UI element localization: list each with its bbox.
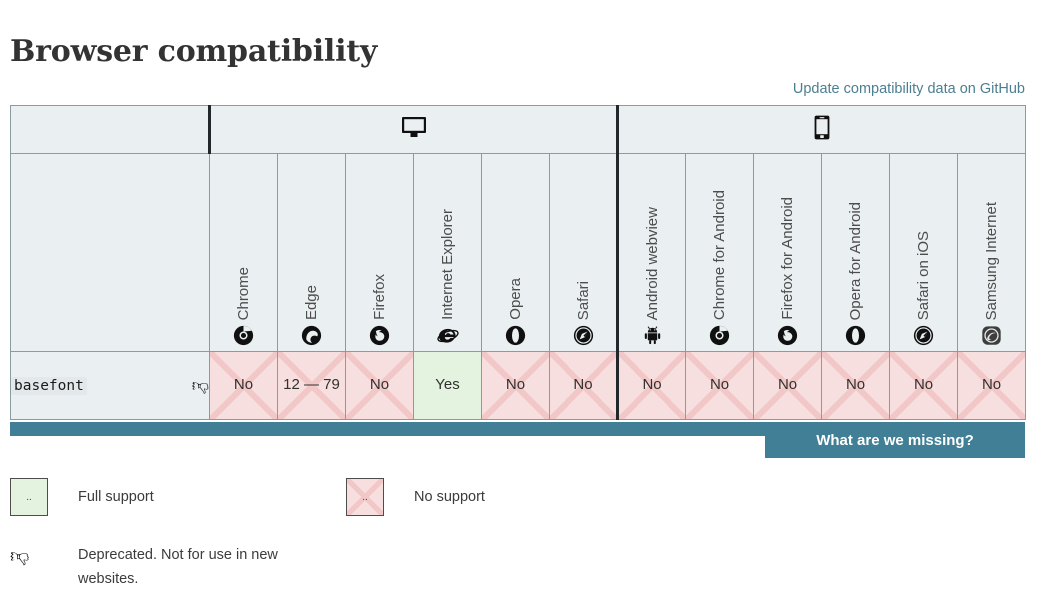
opera-logo bbox=[505, 324, 527, 346]
update-compatibility-data-on-github-link[interactable]: Update compatibility data on GitHub bbox=[792, 81, 1025, 97]
support-cell-opera-for-android[interactable]: No bbox=[821, 351, 891, 420]
page-title: Browser compatibility bbox=[10, 34, 378, 70]
browser-header-label: Android webview bbox=[643, 206, 661, 320]
browser-header-firefox-for-android: Firefox for Android bbox=[753, 153, 823, 352]
browser-header-internet-explorer: Internet Explorer bbox=[413, 153, 482, 352]
browser-header-label: Firefox bbox=[371, 274, 388, 320]
support-cell-value: No bbox=[573, 376, 593, 394]
support-cell-value: No bbox=[505, 376, 526, 394]
edge-logo bbox=[301, 324, 323, 346]
support-cell-opera[interactable]: No bbox=[481, 351, 550, 420]
browser-header-safari-on-ios: Safari on iOS bbox=[889, 153, 959, 352]
samsung-internet-logo bbox=[981, 324, 1003, 346]
platform-header-mobile bbox=[616, 105, 1027, 154]
swatch-dots: .. bbox=[362, 491, 368, 503]
browser-header-edge: Edge bbox=[277, 153, 346, 352]
support-cell-value: No bbox=[777, 376, 798, 394]
browser-header-safari: Safari bbox=[548, 153, 619, 352]
browser-header-label: Firefox for Android bbox=[779, 197, 797, 320]
thumbs-down-icon: 👎︎ bbox=[10, 546, 30, 567]
browser-header-label: Edge bbox=[303, 284, 320, 320]
browser-header-opera: Opera bbox=[481, 153, 550, 352]
safari-logo bbox=[913, 324, 935, 346]
table-row: basefont 👎︎ No 12 — 79 No Yes No No No No No No No No bbox=[10, 351, 1027, 420]
browser-header-label: Internet Explorer bbox=[439, 209, 456, 320]
browser-header-label: Chrome for Android bbox=[711, 189, 729, 320]
browser-header-label: Samsung Internet bbox=[983, 201, 1001, 320]
table-corner-cell bbox=[10, 105, 210, 154]
support-cell-android-webview[interactable]: No bbox=[616, 351, 687, 420]
thumbs-down-icon: 👎︎ bbox=[191, 376, 209, 395]
legend-label-deprecated: Deprecated. Not for use in new websites. bbox=[78, 547, 278, 587]
browser-header-opera-for-android: Opera for Android bbox=[821, 153, 891, 352]
support-cell-value: No bbox=[913, 376, 934, 394]
support-cell-internet-explorer[interactable]: Yes bbox=[413, 351, 482, 420]
legend-item-full-support: .. Full support bbox=[10, 478, 154, 516]
platform-header-desktop bbox=[207, 105, 619, 154]
support-cell-firefox[interactable]: No bbox=[345, 351, 414, 420]
feature-name-cell: basefont 👎︎ bbox=[10, 351, 210, 420]
legend-label-full-support: Full support bbox=[78, 489, 154, 505]
legend-swatch-full-support: .. bbox=[10, 478, 48, 516]
browser-header-firefox: Firefox bbox=[345, 153, 414, 352]
browser-header-label: Opera for Android bbox=[847, 201, 865, 320]
support-cell-value: No bbox=[233, 376, 254, 394]
legend-swatch-no-support: .. bbox=[346, 478, 384, 516]
support-cell-value: No bbox=[709, 376, 730, 394]
chrome-logo bbox=[709, 324, 731, 346]
table-body: basefont 👎︎ No 12 — 79 No Yes No No No No No No No No bbox=[10, 351, 1027, 420]
mobile-icon bbox=[814, 115, 830, 140]
browser-header-label: Safari bbox=[574, 280, 592, 320]
table-corner-cell-2 bbox=[10, 153, 210, 352]
support-cell-safari[interactable]: No bbox=[548, 351, 619, 420]
internet-explorer-logo bbox=[436, 324, 459, 346]
browser-header-label: Opera bbox=[507, 278, 524, 320]
swatch-dots: .. bbox=[26, 491, 32, 503]
platform-header-row bbox=[10, 105, 1027, 154]
firefox-logo bbox=[369, 324, 391, 346]
browser-header-chrome-for-android: Chrome for Android bbox=[685, 153, 755, 352]
support-cell-value: No bbox=[642, 376, 662, 394]
android-logo bbox=[641, 324, 663, 346]
browser-header-label: Safari on iOS bbox=[915, 230, 933, 320]
browser-header-chrome: Chrome bbox=[209, 153, 278, 352]
firefox-logo bbox=[777, 324, 799, 346]
browser-header-android-webview: Android webview bbox=[616, 153, 687, 352]
opera-logo bbox=[845, 324, 867, 346]
support-cell-value: No bbox=[845, 376, 866, 394]
chrome-logo bbox=[233, 324, 255, 346]
support-cell-value: 12 — 79 bbox=[283, 376, 340, 394]
support-cell-value: Yes bbox=[435, 376, 460, 394]
support-cell-safari-on-ios[interactable]: No bbox=[889, 351, 959, 420]
desktop-icon bbox=[401, 116, 427, 138]
support-cell-chrome[interactable]: No bbox=[209, 351, 278, 420]
support-cell-samsung-internet[interactable]: No bbox=[957, 351, 1027, 420]
support-cell-edge[interactable]: 12 — 79 bbox=[277, 351, 346, 420]
browser-header-samsung-internet: Samsung Internet bbox=[957, 153, 1027, 352]
feature-name: basefont bbox=[11, 376, 87, 395]
support-cell-value: No bbox=[981, 376, 1002, 394]
legend-item-deprecated: 👎︎ Deprecated. Not for use in new websit… bbox=[10, 541, 308, 591]
legend-label-no-support: No support bbox=[414, 489, 485, 505]
support-cell-firefox-for-android[interactable]: No bbox=[753, 351, 823, 420]
what-are-we-missing-button[interactable]: What are we missing? bbox=[765, 422, 1025, 458]
support-cell-chrome-for-android[interactable]: No bbox=[685, 351, 755, 420]
legend-item-no-support: .. No support bbox=[346, 478, 485, 516]
support-cell-value: No bbox=[369, 376, 390, 394]
safari-logo bbox=[572, 324, 594, 346]
browser-header-label: Chrome bbox=[235, 266, 252, 320]
